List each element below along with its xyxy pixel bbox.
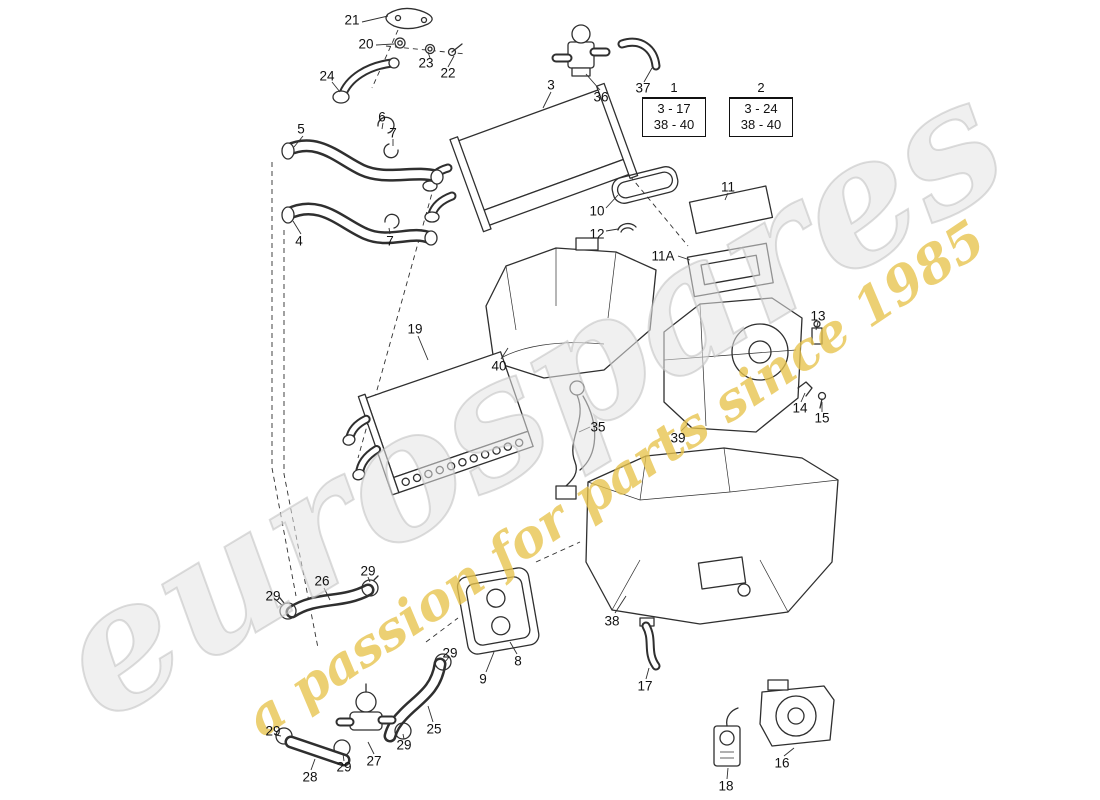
part-callout-9: 9	[479, 671, 487, 687]
part-callout-19: 19	[407, 321, 423, 337]
part-callout-29: 29	[336, 759, 352, 775]
part-callout-23: 23	[418, 55, 434, 71]
part-callout-15: 15	[814, 410, 830, 426]
part-callout-4: 4	[295, 233, 303, 249]
part-callout-8: 8	[514, 653, 522, 669]
part-callout-22: 22	[440, 65, 456, 81]
part-callout-37: 37	[635, 80, 651, 96]
part-callout-29: 29	[265, 723, 281, 739]
part-callout-29: 29	[396, 737, 412, 753]
hose-part28	[284, 735, 351, 767]
part-callout-3: 3	[547, 77, 555, 93]
hose-part5	[281, 139, 444, 185]
clip-part12	[617, 222, 637, 233]
part-callout-20: 20	[358, 36, 374, 52]
ref-group-1-number: 1	[642, 80, 706, 98]
part-callout-7: 7	[386, 233, 394, 249]
blower-part16	[759, 679, 835, 747]
ref-group-1-line-2: 38 - 40	[653, 117, 695, 133]
hose-part26	[285, 583, 375, 619]
hose-part37	[617, 37, 661, 71]
part-callout-29: 29	[360, 563, 376, 579]
valve-part36	[551, 24, 611, 77]
ref-group-1-range: 3 - 17 38 - 40	[642, 98, 706, 137]
flange-part8-9	[456, 567, 540, 655]
drain-hose-part17	[639, 617, 661, 671]
part-callout-35: 35	[590, 419, 606, 435]
part-callout-12: 12	[589, 226, 605, 242]
lower-housing-part38	[585, 447, 839, 625]
clip-part14	[797, 381, 813, 397]
part-callout-21: 21	[344, 12, 360, 28]
part-callout-7: 7	[389, 125, 397, 141]
duct-housing-part40	[485, 237, 657, 379]
part-callout-14: 14	[792, 400, 808, 416]
seal-part10	[611, 166, 679, 204]
part-callout-26: 26	[314, 573, 330, 589]
part-callout-5: 5	[297, 121, 305, 137]
part-callout-16: 16	[774, 755, 790, 771]
ref-group-2-number: 2	[729, 80, 793, 98]
clamp-part29-c	[434, 653, 452, 671]
leader-lines	[275, 15, 823, 780]
part-callout-6: 6	[378, 109, 386, 125]
part-callout-36: 36	[593, 89, 609, 105]
frame-part11a	[686, 242, 774, 298]
part-callout-29: 29	[442, 645, 458, 661]
part-callout-11: 11	[720, 179, 736, 195]
ref-group-2-range: 3 - 24 38 - 40	[729, 98, 793, 137]
gasket-part21	[385, 7, 433, 30]
clamp-part29-b	[361, 575, 379, 597]
sensor-part35	[555, 380, 596, 500]
nut-part20	[394, 37, 406, 49]
part-callout-39: 39	[670, 430, 686, 446]
clamp-part7-upper	[383, 143, 399, 159]
clamp-part29-d	[394, 722, 412, 740]
part-callout-11A: 11A	[651, 248, 675, 264]
part-callout-27: 27	[366, 753, 382, 769]
ref-group-1: 1 3 - 17 38 - 40	[642, 80, 706, 137]
switch-part18	[713, 707, 741, 767]
part-callout-40: 40	[491, 358, 507, 374]
ref-group-1-line-1: 3 - 17	[657, 101, 691, 116]
pipe-part24	[332, 57, 400, 104]
evaporator-part19	[342, 351, 534, 496]
part-callout-10: 10	[589, 203, 605, 219]
clamp-part6	[377, 116, 395, 134]
hose-part4	[281, 202, 438, 246]
screw-part15	[817, 391, 827, 409]
ref-group-2-line-1: 3 - 24	[744, 101, 778, 116]
part-callout-13: 13	[810, 308, 826, 324]
clamp-part29-a	[279, 597, 297, 620]
heater-core-part3	[449, 82, 639, 233]
ref-group-2-line-2: 38 - 40	[740, 117, 782, 133]
part-callout-25: 25	[426, 721, 442, 737]
clamp-part7-lower	[384, 213, 400, 229]
part-callout-28: 28	[302, 769, 318, 785]
part-callout-24: 24	[319, 68, 335, 84]
screw-part22	[447, 43, 463, 57]
part-callout-29: 29	[265, 588, 281, 604]
part-callout-18: 18	[718, 778, 734, 794]
washer-part23	[424, 43, 436, 55]
ref-group-2: 2 3 - 24 38 - 40	[729, 80, 793, 137]
part-callout-38: 38	[604, 613, 620, 629]
fan-housing-part39	[663, 297, 803, 433]
tfitting-part27	[335, 683, 397, 731]
hose-part25	[383, 657, 447, 743]
part-callout-17: 17	[637, 678, 653, 694]
